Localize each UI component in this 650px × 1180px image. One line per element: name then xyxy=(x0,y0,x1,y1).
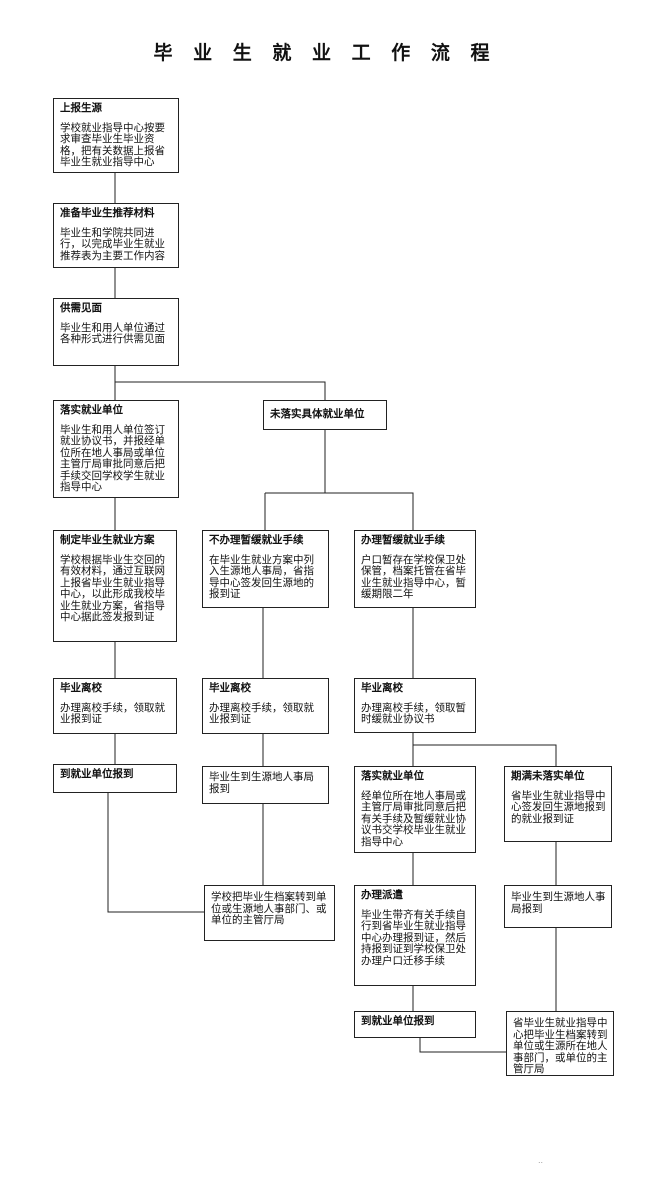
step-file-transfer-school: 学校把毕业生档案转到单位或生源地人事部门、或单位的主管厅局 xyxy=(204,885,335,941)
step-deferral: 办理暂缓就业手续 户口暂存在学校保卫处保管，档案托管在省毕业生就业指导中心，暂缓… xyxy=(354,530,476,608)
step-title: 毕业离校 xyxy=(361,682,403,694)
step-leave-school-a: 毕业离校 办理离校手续，领取就业报到证 xyxy=(53,678,177,734)
step-text: 省毕业生就业指导中心签发回生源地报到的就业报到证 xyxy=(511,789,606,825)
page-title: 毕 业 生 就 业 工 作 流 程 xyxy=(153,42,497,64)
step-title: 办理暂缓就业手续 xyxy=(361,534,445,546)
step-deferral-expired: 期满未落实单位 省毕业生就业指导中心签发回生源地报到的就业报到证 xyxy=(504,766,612,842)
step-report-to-employer-b: 到就业单位报到 xyxy=(354,1011,476,1038)
step-text: 省毕业生就业指导中心把毕业生档案转到单位或生源所在地人事部门，或单位的主管厅局 xyxy=(513,1017,608,1075)
step-employer-confirmed: 落实就业单位 毕业生和用人单位签订就业协议书，并报经单位所在地人事局或单位主管厅… xyxy=(53,400,179,498)
step-title: 落实就业单位 xyxy=(60,404,123,416)
step-text: 户口暂存在学校保卫处保管，档案托管在省毕业生就业指导中心，暂缓期限二年 xyxy=(361,553,466,600)
step-supply-demand-meeting: 供需见面 毕业生和用人单位通过各种形式进行供需见面 xyxy=(53,298,179,366)
step-text: 学校把毕业生档案转到单位或生源地人事部门、或单位的主管厅局 xyxy=(211,891,327,926)
step-prepare-materials: 准备毕业生推荐材料 毕业生和学院共同进行，以完成毕业生就业推荐表为主要工作内容 xyxy=(53,203,179,268)
step-text: 办理离校手续，领取就业报到证 xyxy=(60,701,165,725)
step-title: 到就业单位报到 xyxy=(60,768,134,780)
step-title: 到就业单位报到 xyxy=(361,1015,435,1027)
step-leave-school-c: 毕业离校 办理离校手续，领取暂时缓就业协议书 xyxy=(354,678,476,733)
step-deferral-confirmed: 落实就业单位 经单位所在地人事局或主管厅局审批同意后把有关手续及暂缓就业协议书交… xyxy=(354,766,476,853)
step-report-to-local-bureau: 毕业生到生源地人事局报到 xyxy=(202,766,329,804)
step-text: 毕业生到生源地人事局报到 xyxy=(209,771,314,795)
step-text: 毕业生带齐有关手续自行到省毕业生就业指导中心办理报到证，然后持报到证到学校保卫处… xyxy=(361,908,466,967)
step-title: 制定毕业生就业方案 xyxy=(60,534,155,546)
step-text: 在毕业生就业方案中列入生源地人事局，省指导中心签发回生源地的报到证 xyxy=(209,553,314,600)
step-title: 上报生源 xyxy=(60,102,102,114)
step-text: 毕业生和学院共同进行，以完成毕业生就业推荐表为主要工作内容 xyxy=(60,226,165,262)
step-text: 经单位所在地人事局或主管厅局审批同意后把有关手续及暂缓就业协议书交学校毕业生就业… xyxy=(361,789,466,848)
step-text: 毕业生到生源地人事局报到 xyxy=(511,891,606,915)
step-text: 办理离校手续，领取就业报到证 xyxy=(209,701,314,725)
step-title: 毕业离校 xyxy=(60,682,102,694)
step-text: 毕业生和用人单位签订就业协议书，并报经单位所在地人事局或单位主管厅局审批同意后把… xyxy=(60,423,165,493)
connector-line xyxy=(413,744,557,766)
step-report-to-employer-a: 到就业单位报到 xyxy=(53,764,177,793)
step-title: 供需见面 xyxy=(60,302,102,314)
connector-line xyxy=(265,492,414,530)
step-title: 不办理暂缓就业手续 xyxy=(209,534,304,546)
step-employment-plan: 制定毕业生就业方案 学校根据毕业生交回的有效材料，通过互联网上报省毕业生就业指导… xyxy=(53,530,177,642)
step-text: 毕业生和用人单位通过各种形式进行供需见面 xyxy=(60,321,165,345)
step-text: 办理离校手续，领取暂时缓就业协议书 xyxy=(361,701,466,725)
step-text: 学校就业指导中心按要求审查毕业生毕业资格，把有关数据上报省毕业生就业指导中心 xyxy=(60,121,165,168)
step-employer-not-confirmed: 未落实具体就业单位 xyxy=(263,400,387,430)
step-text: 学校根据毕业生交回的有效材料，通过互联网上报省毕业生就业指导中心，以此形成我校毕… xyxy=(60,553,165,623)
step-report-to-local-bureau-b: 毕业生到生源地人事局报到 xyxy=(504,885,612,928)
step-title: 未落实具体就业单位 xyxy=(270,408,365,420)
step-title: 准备毕业生推荐材料 xyxy=(60,207,155,219)
step-dispatch: 办理派遣 毕业生带齐有关手续自行到省毕业生就业指导中心办理报到证，然后持报到证到… xyxy=(354,885,476,986)
connector-line xyxy=(115,381,326,400)
step-title: 期满未落实单位 xyxy=(511,770,585,782)
step-file-transfer-provincial: 省毕业生就业指导中心把毕业生档案转到单位或生源所在地人事部门，或单位的主管厅局 xyxy=(506,1011,614,1076)
step-leave-school-b: 毕业离校 办理离校手续，领取就业报到证 xyxy=(202,678,329,734)
connector-line xyxy=(419,1038,506,1053)
connector-line xyxy=(107,793,206,913)
step-no-deferral: 不办理暂缓就业手续 在毕业生就业方案中列入生源地人事局，省指导中心签发回生源地的… xyxy=(202,530,329,608)
step-report-source: 上报生源 学校就业指导中心按要求审查毕业生毕业资格，把有关数据上报省毕业生就业指… xyxy=(53,98,179,173)
step-title: 落实就业单位 xyxy=(361,770,424,782)
footer-mark: .. xyxy=(538,1156,544,1165)
step-title: 毕业离校 xyxy=(209,682,251,694)
step-title: 办理派遣 xyxy=(361,889,403,901)
